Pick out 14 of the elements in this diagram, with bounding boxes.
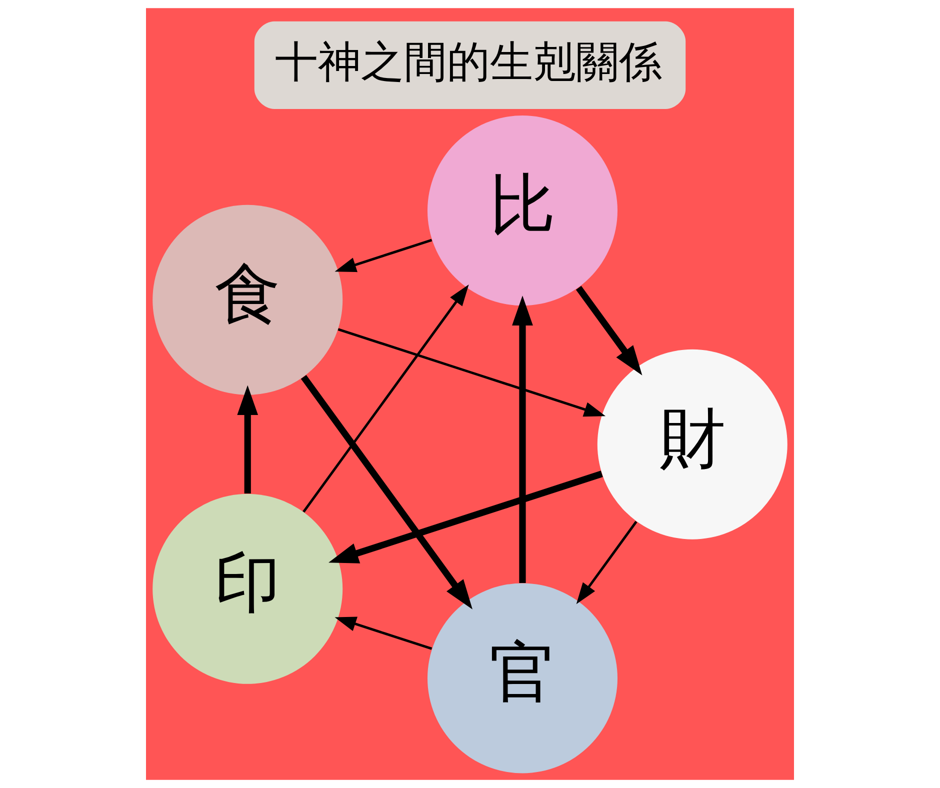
- arrow: [300, 374, 472, 610]
- arrow: [334, 616, 432, 650]
- arrow: [328, 470, 603, 564]
- arrow: [512, 296, 533, 584]
- node-circle: 財: [597, 349, 788, 540]
- arrow: [576, 286, 642, 376]
- arrow: [334, 238, 432, 272]
- diagram-title: 十神之間的生剋關係: [275, 37, 662, 88]
- node-circle: 食: [152, 204, 343, 395]
- arrow: [302, 284, 469, 513]
- arrow: [237, 385, 258, 494]
- arrow: [576, 520, 638, 604]
- node-circle: 印: [152, 494, 343, 684]
- arrow: [338, 328, 606, 417]
